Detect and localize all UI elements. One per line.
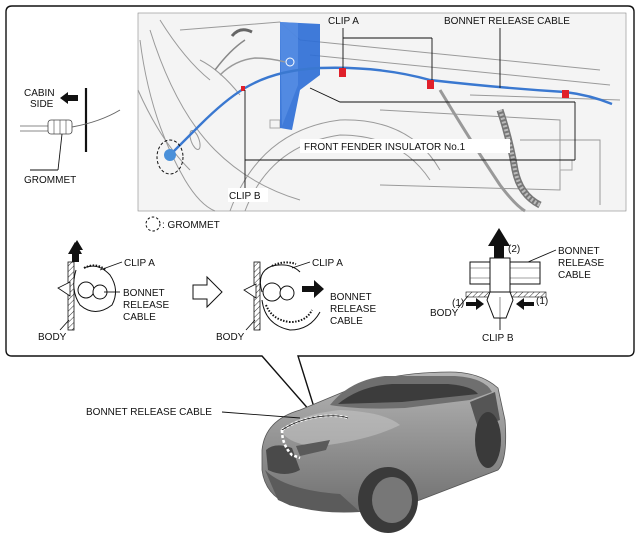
up-arrow-icon	[68, 242, 82, 262]
cabin-side-illustration: CABIN SIDE GROMMET	[20, 88, 121, 186]
label-d3-cable-3: CABLE	[558, 270, 591, 281]
grommet-legend: : GROMMET	[145, 216, 220, 232]
engine-bay-illustration	[137, 12, 627, 213]
vehicle-illustration	[261, 371, 507, 533]
label-d2-cable-3: CABLE	[330, 316, 363, 327]
detail-clip-a-closed: CLIP A BONNET RELEASE CABLE BODY	[38, 240, 169, 343]
label-d3-body: BODY	[430, 308, 459, 319]
label-d2-cable-1: BONNET	[330, 292, 372, 303]
label-clip-a-top: CLIP A	[328, 16, 359, 27]
pull-arrow-icon	[302, 280, 324, 298]
photo-labels: CLIP A BONNET RELEASE CABLE FRONT FENDER…	[228, 16, 570, 202]
label-cabin-side-2: SIDE	[30, 99, 54, 110]
cabin-direction-arrow-icon	[60, 92, 78, 104]
label-d1-cable-2: RELEASE	[123, 300, 169, 311]
label-front-fender-insulator: FRONT FENDER INSULATOR No.1	[304, 142, 466, 153]
clip-b-marker	[241, 86, 245, 91]
car-cable-callout: BONNET RELEASE CABLE	[86, 407, 301, 419]
label-d1-cable-1: BONNET	[123, 288, 165, 299]
grommet-marker	[156, 139, 184, 175]
label-d3-cable-2: RELEASE	[558, 258, 604, 269]
detail-clip-b: (2) (1) (1) BONNET RELEASE CABLE BODY CL…	[430, 228, 604, 344]
label-d2-clip-a: CLIP A	[312, 258, 343, 269]
clip-a-markers	[339, 68, 569, 98]
photo-leader-lines	[244, 28, 576, 190]
next-step-arrow-icon	[192, 275, 223, 309]
label-d1-clip-a: CLIP A	[124, 258, 155, 269]
squeeze-right-arrow-icon	[516, 298, 534, 310]
detail-clip-a-open: CLIP A BONNET RELEASE CABLE BODY	[216, 258, 376, 343]
label-cabin-side-1: CABIN	[24, 88, 55, 99]
label-bonnet-release-cable-top: BONNET RELEASE CABLE	[444, 16, 570, 27]
label-d3-clip-b: CLIP B	[482, 333, 514, 344]
label-d2-body: BODY	[216, 332, 245, 343]
label-d3-step1-right: (1)	[536, 296, 548, 307]
squeeze-left-arrow-icon	[466, 298, 484, 310]
label-d1-body: BODY	[38, 332, 67, 343]
label-car-cable: BONNET RELEASE CABLE	[86, 407, 212, 418]
front-fender-insulator	[280, 22, 320, 130]
label-clip-b-top: CLIP B	[229, 191, 261, 202]
up-arrow-icon	[488, 228, 510, 258]
label-d2-cable-2: RELEASE	[330, 304, 376, 315]
label-d3-step2: (2)	[508, 244, 520, 255]
label-grommet-legend: : GROMMET	[162, 220, 220, 231]
label-d1-cable-3: CABLE	[123, 312, 156, 323]
label-grommet: GROMMET	[24, 175, 76, 186]
label-d3-cable-1: BONNET	[558, 246, 600, 257]
label-d3-step1-left: (1)	[452, 298, 464, 309]
